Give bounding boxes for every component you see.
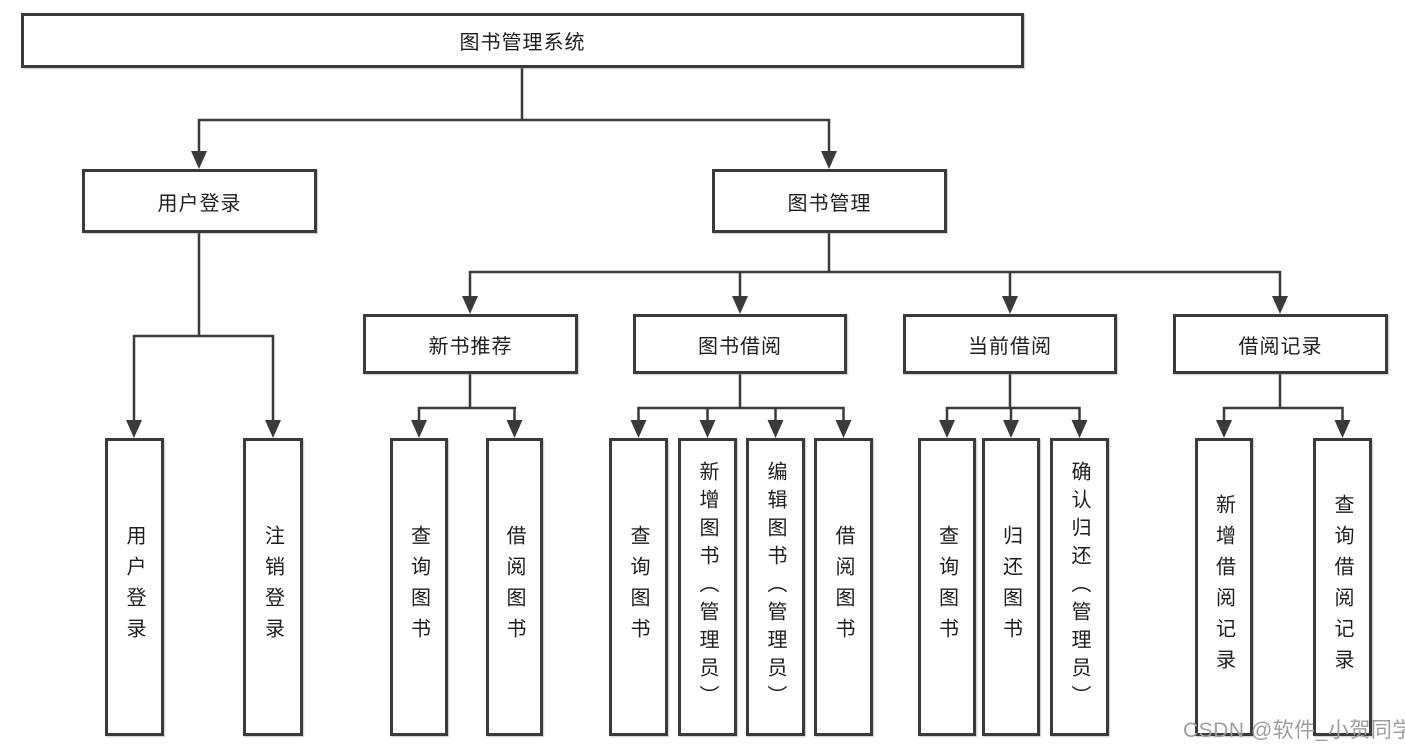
leaf-edit-books-admin: 编辑图书（管理员）	[746, 438, 805, 736]
watermark: CSDN @软件_小贺同学	[1183, 719, 1405, 742]
node-borrowing-records: 借阅记录	[1173, 314, 1388, 374]
node-user-login: 用户登录	[82, 169, 317, 233]
leaf-add-borrow-record: 新增借阅记录	[1195, 438, 1253, 736]
leaf-query-books-borrowing: 查询图书	[609, 438, 668, 736]
leaf-query-borrow-record: 查询借阅记录	[1313, 438, 1372, 736]
node-library-system: 图书管理系统	[21, 13, 1024, 68]
leaf-confirm-return-admin: 确认归还（管理员）	[1050, 438, 1109, 736]
node-book-management: 图书管理	[712, 169, 947, 233]
leaf-query-books-recommend: 查询图书	[390, 438, 448, 736]
leaf-borrow-books-recommend: 借阅图书	[486, 438, 543, 736]
leaf-borrow-books-borrowing: 借阅图书	[814, 438, 873, 736]
leaf-user-login: 用户登录	[105, 438, 164, 736]
leaf-query-books-current: 查询图书	[918, 438, 976, 736]
leaf-add-books-admin: 新增图书（管理员）	[678, 438, 737, 736]
node-current-borrowing: 当前借阅	[903, 314, 1117, 374]
leaf-logout: 注销登录	[243, 438, 303, 736]
leaf-return-books: 归还图书	[982, 438, 1040, 736]
node-new-book-recommend: 新书推荐	[363, 314, 578, 374]
node-book-borrowing: 图书借阅	[633, 314, 847, 374]
